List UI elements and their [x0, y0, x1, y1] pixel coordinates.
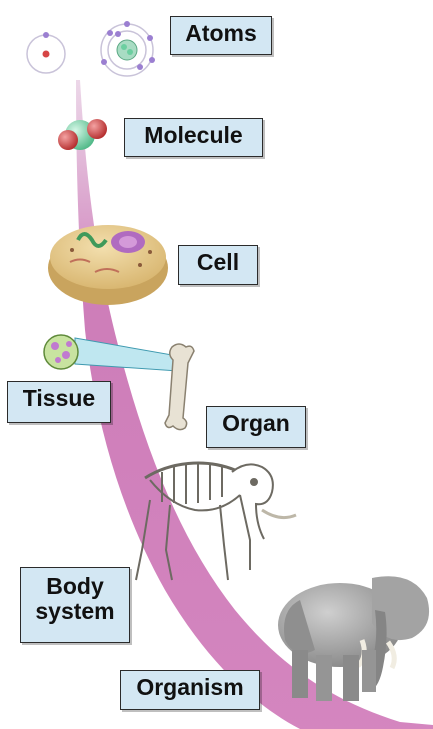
label-tissue: Tissue [7, 381, 111, 423]
label-cell: Cell [178, 245, 258, 285]
label-body-system: Body system [20, 567, 130, 643]
atom-icon [27, 32, 65, 73]
cell-icon [48, 225, 168, 305]
label-organ: Organ [206, 406, 306, 448]
label-molecule: Molecule [124, 118, 263, 157]
label-body-system-line2: system [30, 599, 120, 624]
label-organism: Organism [120, 670, 260, 710]
elephant-icon [278, 576, 429, 701]
atom-icon [101, 21, 155, 76]
label-body-system-line1: Body [30, 574, 120, 599]
label-atoms: Atoms [170, 16, 272, 55]
molecule-icon [58, 119, 107, 150]
